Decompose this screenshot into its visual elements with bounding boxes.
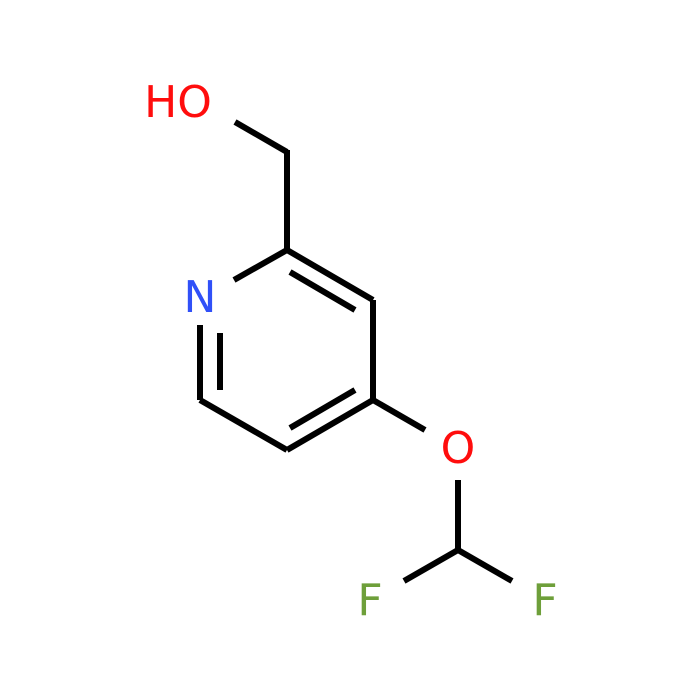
atom-ether-oxygen-label: O xyxy=(441,423,476,474)
bond-c2-c3 xyxy=(285,247,375,303)
bond-o-ch2 xyxy=(233,119,289,155)
atom-ring-nitrogen-label: N xyxy=(184,272,217,323)
atom-hydroxyl-label: HO xyxy=(144,77,212,128)
atom-fluorine-right-label: F xyxy=(532,575,557,626)
atom-fluorine-left-label: F xyxy=(357,575,382,626)
bond-chf2-f-left xyxy=(402,547,460,584)
bond-c2-n xyxy=(232,247,289,283)
bond-c4-c5 xyxy=(285,397,375,453)
bond-c2-c3-inner xyxy=(288,269,357,313)
bond-c5-c6 xyxy=(198,397,289,453)
bond-c4-c5-inner xyxy=(288,387,357,431)
bond-chf2-f-right xyxy=(456,547,514,584)
bond-c4-o xyxy=(371,397,427,433)
atom-labels: HO N O F F xyxy=(144,77,558,626)
bonds xyxy=(197,119,514,584)
